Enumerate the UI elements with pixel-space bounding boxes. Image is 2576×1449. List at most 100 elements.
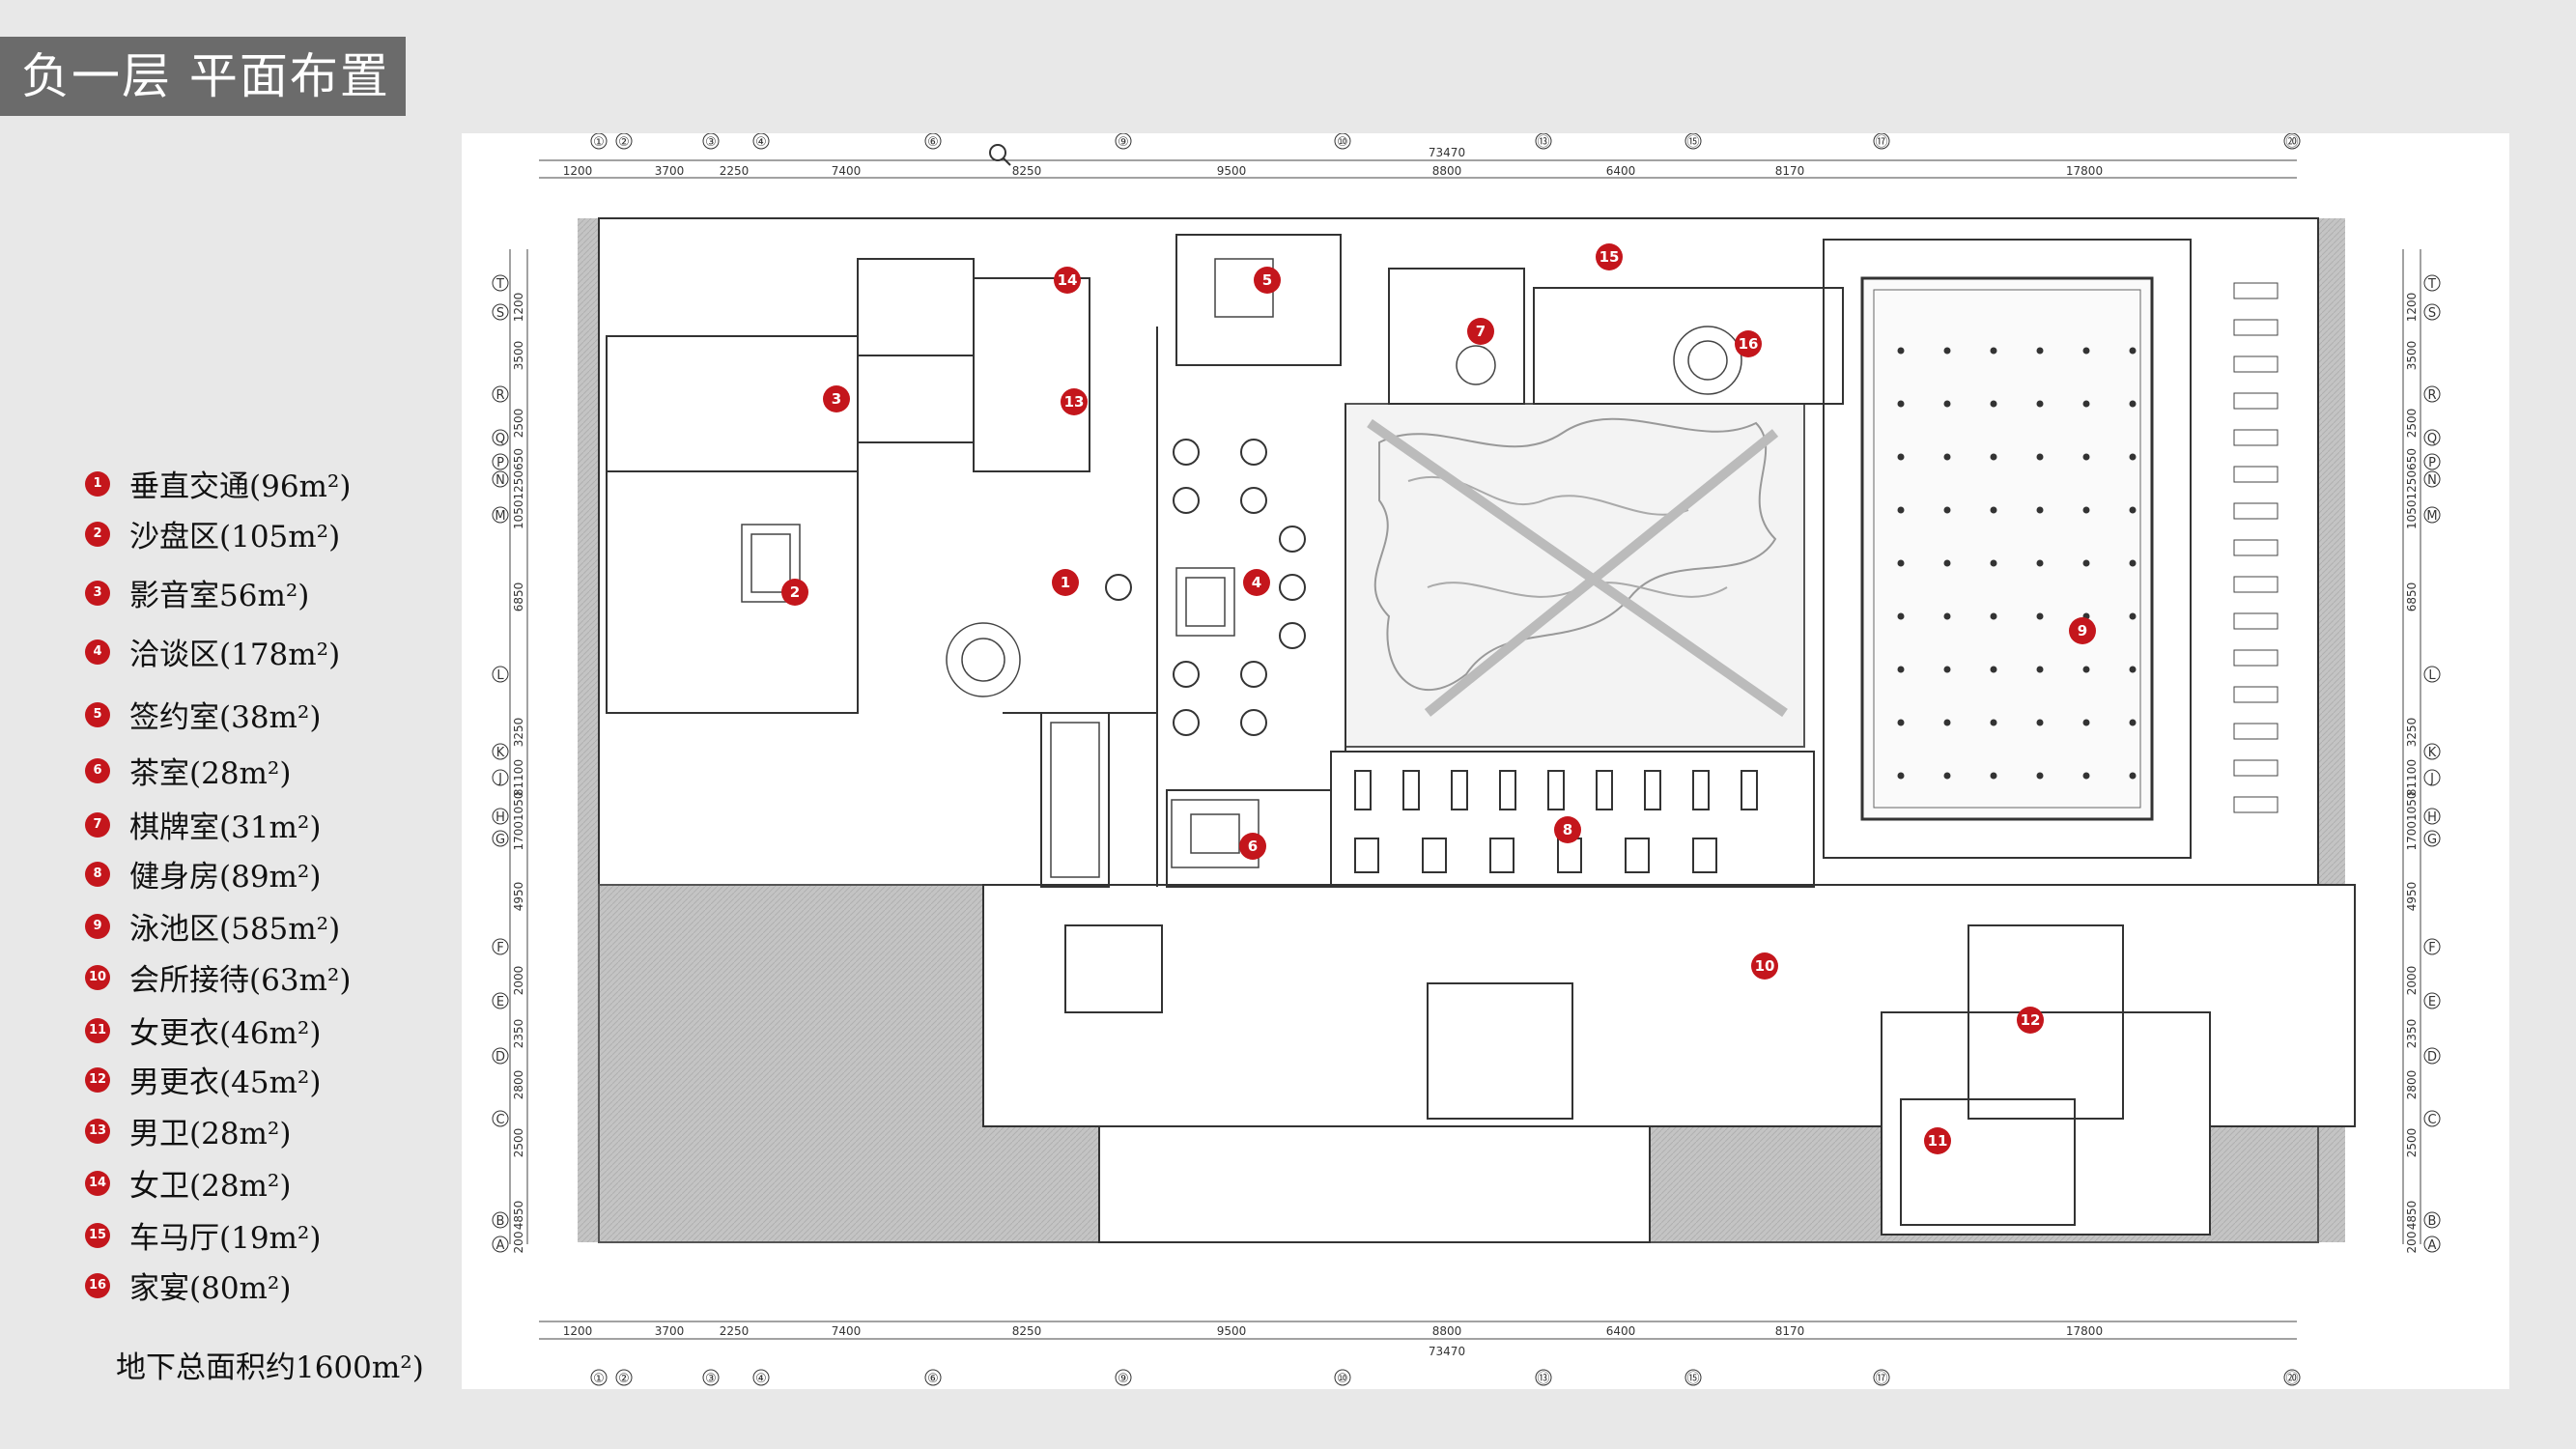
legend-label: 垂直交通(96m²) bbox=[129, 469, 352, 504]
pool-light bbox=[2036, 347, 2044, 355]
right-dimension-labels: 1200350025001050125065068503250811001700… bbox=[2405, 293, 2419, 1254]
pool-light bbox=[2129, 453, 2137, 461]
left-dimension-label: 2350 bbox=[512, 1019, 525, 1049]
pool-light bbox=[1897, 400, 1905, 408]
legend-number-marker: 8 bbox=[85, 861, 110, 887]
right-axis-marker: D bbox=[2423, 1047, 2441, 1065]
pool-light bbox=[1990, 506, 1997, 514]
pool-light bbox=[2129, 719, 2137, 726]
legend-label: 会所接待(63m²) bbox=[129, 963, 352, 998]
lounge-chair bbox=[1240, 661, 1267, 688]
bottom-axis-marker: ⑨ bbox=[1115, 1369, 1132, 1386]
top-axis-marker-label: ⑬ bbox=[1537, 135, 1549, 150]
legend-number-marker: 16 bbox=[85, 1272, 110, 1298]
legend-label: 棋牌室(31m²) bbox=[129, 810, 322, 845]
room-marker-label: 8 bbox=[1563, 821, 1572, 838]
room-marker-label: 6 bbox=[1248, 838, 1258, 855]
top-axis-marker-label: ⑮ bbox=[1686, 135, 1699, 150]
bottom-axis-marker-label: ③ bbox=[705, 1372, 717, 1386]
left-axis-marker: A bbox=[492, 1236, 509, 1253]
bottom-axis-marker-label: ⑳ bbox=[2285, 1372, 2298, 1386]
legend-label: 女卫(28m²) bbox=[129, 1169, 292, 1204]
pool-light bbox=[1897, 772, 1905, 780]
legend-label: 车马厅(19m²) bbox=[129, 1221, 322, 1256]
lounge-chair bbox=[1240, 439, 1267, 466]
left-axis-marker-label: A bbox=[496, 1238, 505, 1253]
pool-light bbox=[2129, 400, 2137, 408]
pool-light bbox=[2082, 772, 2090, 780]
legend-number-marker: 11 bbox=[85, 1017, 110, 1043]
right-axis-marker-label: N bbox=[2427, 473, 2437, 488]
left-axis-marker-label: G bbox=[495, 833, 505, 847]
pool-light bbox=[1943, 400, 1951, 408]
top-axis-marker-label: ⑩ bbox=[1337, 135, 1348, 150]
legend-number-marker: 7 bbox=[85, 811, 110, 838]
room-marker: 13 bbox=[1061, 388, 1088, 415]
bottom-axis-marker-label: ① bbox=[593, 1372, 605, 1386]
lounge-chair bbox=[1173, 661, 1200, 688]
left-axis-marker: S bbox=[492, 303, 509, 321]
bottom-axis-marker: ② bbox=[615, 1369, 633, 1386]
pool-light bbox=[1990, 612, 1997, 620]
left-axis-marker-label: F bbox=[496, 941, 503, 955]
legend-label: 影音室56m²) bbox=[129, 579, 310, 613]
pool-light bbox=[1990, 772, 1997, 780]
right-axis-marker-label: C bbox=[2427, 1113, 2436, 1127]
legend-label: 茶室(28m²) bbox=[129, 756, 292, 791]
interior-walls bbox=[606, 234, 2124, 1226]
left-dimension-label: 4850 bbox=[512, 1201, 525, 1231]
right-dimension-label: 3250 bbox=[2405, 718, 2419, 748]
legend-label: 家宴(80m²) bbox=[129, 1271, 292, 1306]
left-dimension-label: 200 bbox=[512, 1232, 525, 1254]
gym-machine bbox=[1354, 770, 1372, 810]
left-dimension-labels: 1200350025001050125065068503250811001700… bbox=[512, 293, 525, 1254]
top-axis-marker: ④ bbox=[752, 133, 770, 150]
legend-number-marker: 14 bbox=[85, 1170, 110, 1196]
right-axis-marker-label: B bbox=[2428, 1214, 2437, 1229]
room-marker-label: 4 bbox=[1252, 574, 1261, 591]
right-axis-marker-label: J bbox=[2429, 772, 2434, 786]
bottom-axis-marker: ③ bbox=[702, 1369, 720, 1386]
pool-light bbox=[1990, 666, 1997, 673]
left-axis-marker-label: B bbox=[496, 1214, 505, 1229]
room-marker: 11 bbox=[1924, 1127, 1951, 1154]
right-axis-marker-label: D bbox=[2427, 1050, 2437, 1065]
bottom-axis-marker-label: ⑰ bbox=[1875, 1372, 1887, 1386]
left-dimension-label: 81100 bbox=[512, 759, 525, 796]
room-marker-label: 2 bbox=[790, 583, 800, 601]
pool-light bbox=[2036, 666, 2044, 673]
right-axis-marker: S bbox=[2423, 303, 2441, 321]
top-axis-marker: ⑥ bbox=[924, 133, 942, 150]
gym-machine bbox=[1644, 770, 1661, 810]
bottom-total-dimension: 73470 bbox=[1429, 1345, 1465, 1358]
right-dimension-label: 6850 bbox=[2405, 582, 2419, 612]
right-axis-marker: H bbox=[2423, 808, 2441, 825]
top-axis-marker-label: ② bbox=[618, 135, 630, 150]
lounge-chair bbox=[1105, 574, 1132, 601]
gym-machine bbox=[1451, 770, 1468, 810]
top-dimension-label: 8800 bbox=[1432, 164, 1462, 178]
legend-number-marker: 10 bbox=[85, 964, 110, 990]
top-axis-marker: ① bbox=[590, 133, 608, 150]
left-axis-marker-label: K bbox=[496, 746, 505, 760]
legend-item: 16 家宴(80m²) bbox=[85, 1264, 291, 1307]
pool-light bbox=[2129, 347, 2137, 355]
right-axis-marker-label: T bbox=[2427, 277, 2436, 292]
legend-label: 泳池区(585m²) bbox=[129, 912, 341, 947]
right-axis-marker: J bbox=[2423, 769, 2441, 786]
legend-number-marker: 3 bbox=[85, 580, 110, 606]
bottom-axis-marker-label: ⑮ bbox=[1686, 1372, 1699, 1386]
pool-light bbox=[2129, 559, 2137, 567]
lounge-chair bbox=[1279, 526, 1306, 553]
room-marker-label: 15 bbox=[1599, 248, 1620, 266]
pool-light bbox=[1897, 506, 1905, 514]
top-axis-marker-label: ⑰ bbox=[1875, 135, 1887, 150]
left-axis-marker: Q bbox=[492, 429, 509, 446]
gym-machine bbox=[1692, 770, 1710, 810]
